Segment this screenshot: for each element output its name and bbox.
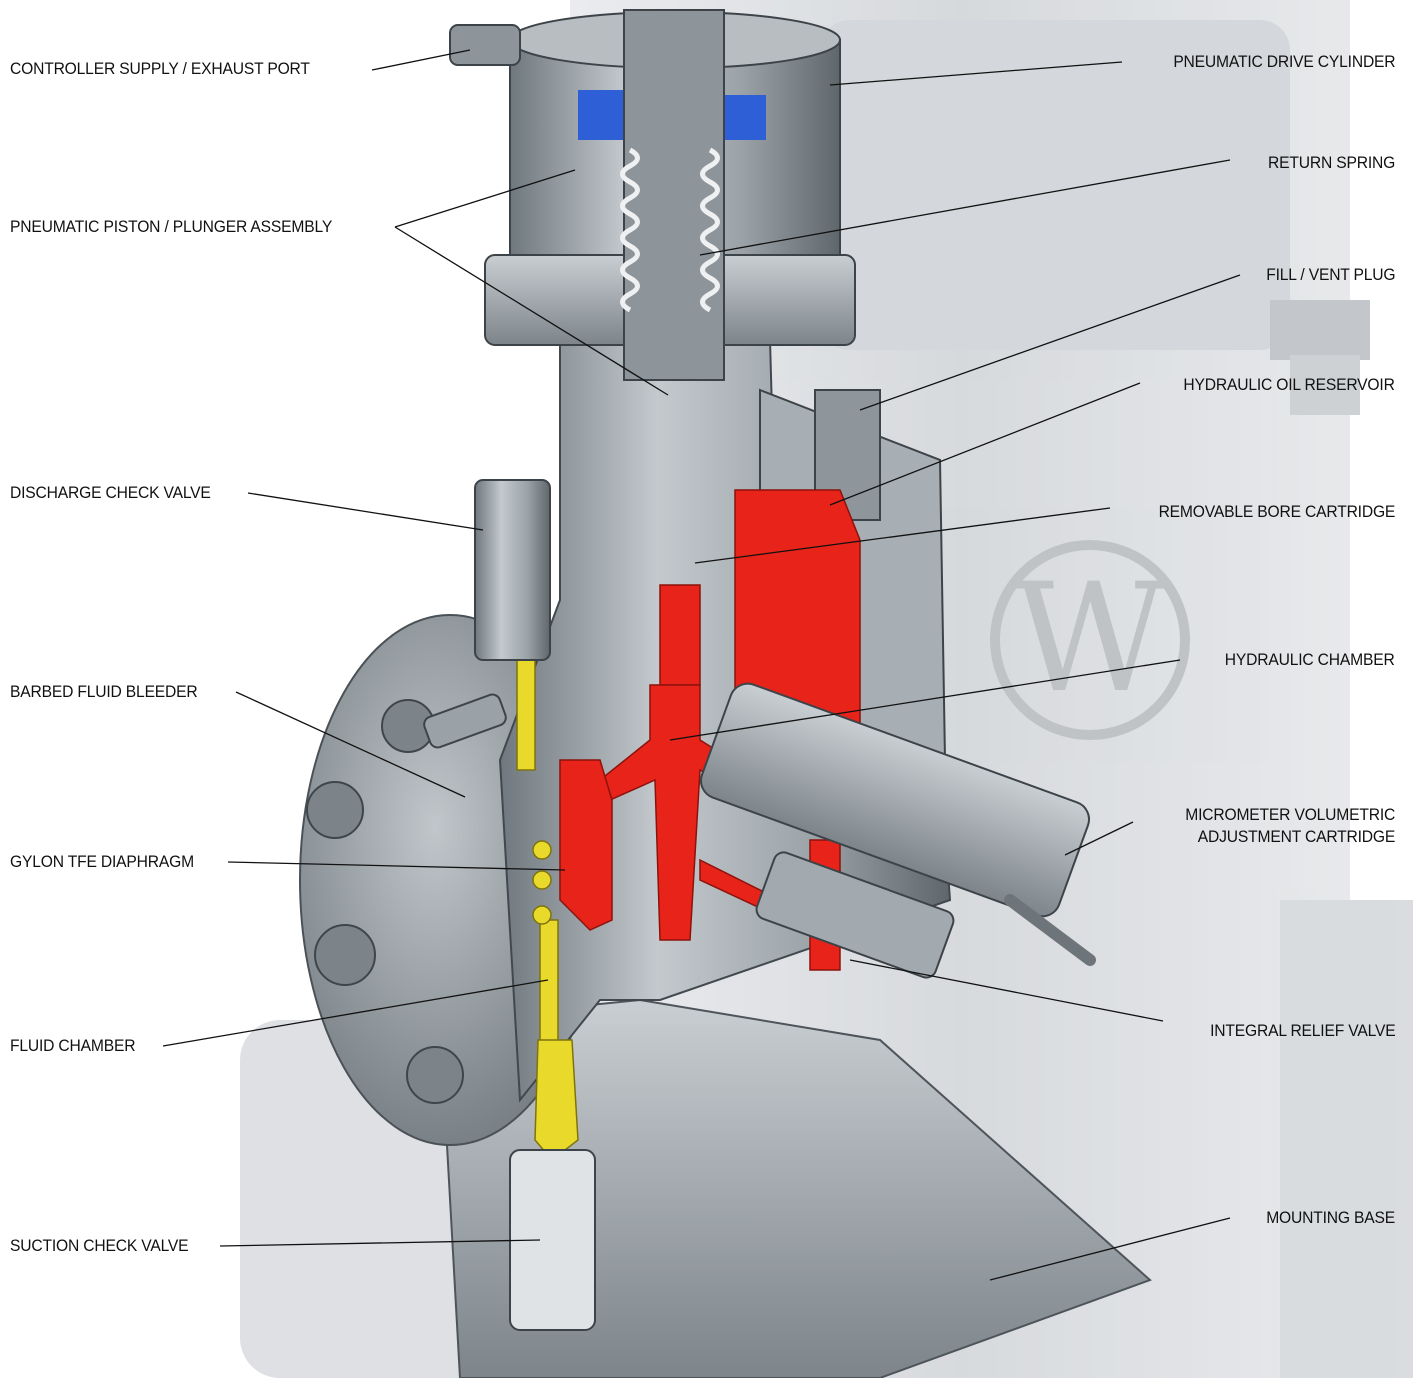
- label-bore-cartridge: REMOVABLE BORE CARTRIDGE: [1158, 502, 1395, 521]
- leader-lines: [162, 49, 1241, 1281]
- relief-valve: [755, 851, 955, 979]
- label-relief-valve: INTEGRAL RELIEF VALVE: [1209, 1021, 1396, 1040]
- label-micrometer-line1: MICROMETER VOLUMETRIC: [1185, 805, 1395, 824]
- head-bolts: [306, 699, 464, 1104]
- label-suction-valve: SUCTION CHECK VALVE: [10, 1236, 189, 1255]
- micrometer-cartridge: [700, 682, 1096, 966]
- label-oil-reservoir: HYDRAULIC OIL RESERVOIR: [1183, 375, 1395, 394]
- label-mounting-base: MOUNTING BASE: [1266, 1208, 1395, 1227]
- label-controller-port: CONTROLLER SUPPLY / EXHAUST PORT: [10, 59, 310, 78]
- label-diaphragm: GYLON TFE DIAPHRAGM: [10, 852, 194, 871]
- label-drive-cylinder: PNEUMATIC DRIVE CYLINDER: [1172, 52, 1395, 71]
- label-fluid-chamber: FLUID CHAMBER: [10, 1036, 136, 1055]
- drive-cylinder: [449, 9, 856, 381]
- label-return-spring: RETURN SPRING: [1267, 153, 1395, 172]
- label-discharge-valve: DISCHARGE CHECK VALVE: [10, 483, 211, 502]
- fluid-bleeder: [423, 693, 507, 749]
- label-piston-assembly: PNEUMATIC PISTON / PLUNGER ASSEMBLY: [10, 217, 333, 236]
- discharge-check-valve: [474, 479, 551, 661]
- label-micrometer-cartridge: MICROMETER VOLUMETRIC ADJUSTMENT CARTRID…: [1185, 804, 1395, 848]
- label-fluid-bleeder: BARBED FLUID BLEEDER: [10, 682, 198, 701]
- label-micrometer-line2: ADJUSTMENT CARTRIDGE: [1197, 827, 1396, 846]
- svg-text:W: W: [1013, 552, 1167, 726]
- label-fill-plug: FILL / VENT PLUG: [1265, 265, 1395, 284]
- label-hydraulic-chamber: HYDRAULIC CHAMBER: [1225, 650, 1395, 669]
